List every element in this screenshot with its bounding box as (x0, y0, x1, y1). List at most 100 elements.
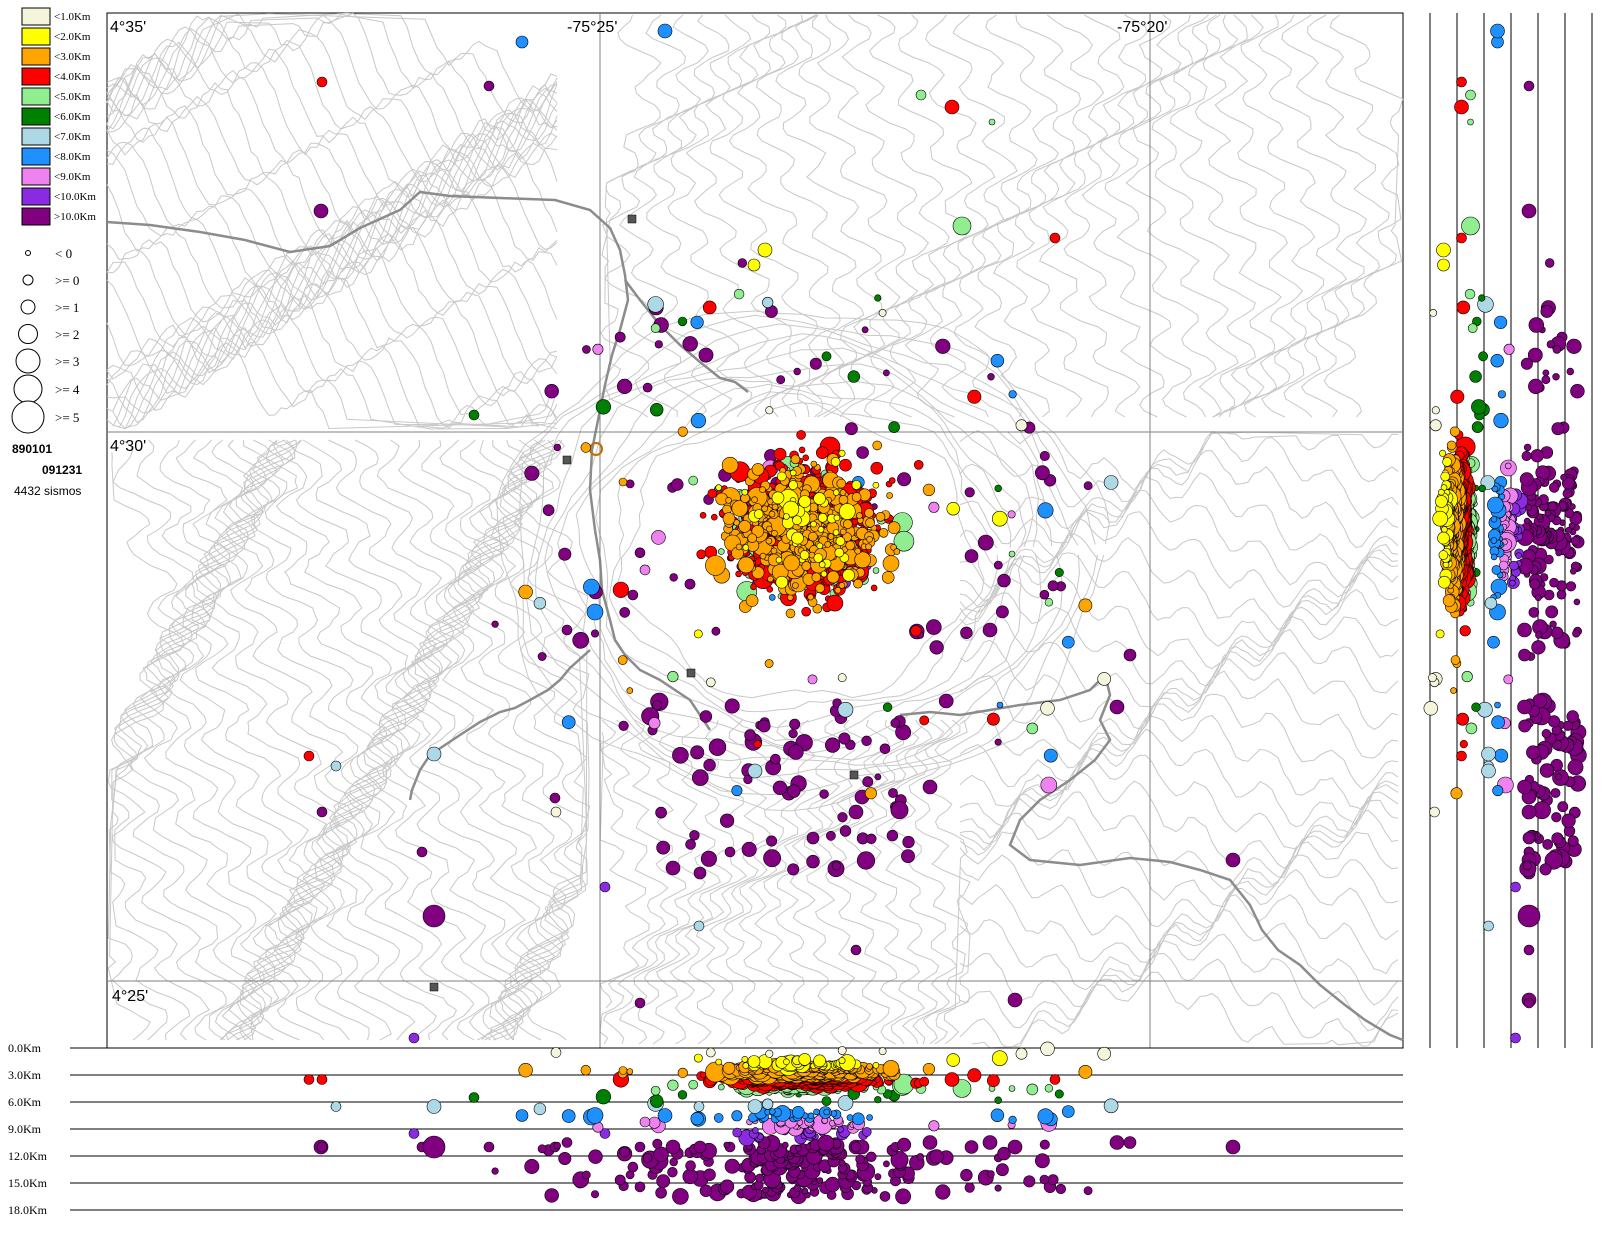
ew-hypocenter-marker (946, 1053, 960, 1067)
contour-line (108, 439, 209, 1041)
ns-hypocenter-marker (1570, 536, 1581, 546)
ns-hypocenter-marker (1550, 788, 1561, 798)
ew-hypocenter-marker (821, 1096, 832, 1106)
seismic-stations (429, 214, 859, 992)
ew-hypocenter-marker (866, 1114, 873, 1121)
ew-hypocenter-marker (967, 1068, 982, 1083)
river-line (106, 190, 712, 731)
epicenter-marker (1062, 635, 1075, 649)
ew-hypocenter-marker (537, 1144, 547, 1154)
ns-hypocenter-marker (1560, 473, 1567, 481)
ew-hypocenter-marker (1026, 1083, 1039, 1096)
ew-hypocenter-marker (747, 1055, 761, 1068)
epicenter-marker (330, 760, 342, 772)
epicenter-marker (790, 454, 801, 465)
depth-swatch (21, 27, 51, 46)
ew-hypocenter-marker (634, 1141, 646, 1153)
epicenter-marker (665, 860, 681, 876)
epicenter-marker (798, 446, 806, 454)
ns-hypocenter-marker (1490, 553, 1498, 561)
depth-axis-label: 6.0Km (8, 1095, 42, 1109)
epicenter-marker (996, 701, 1004, 709)
epicenter-marker (682, 336, 698, 352)
ew-hypocenter-marker (793, 1184, 801, 1193)
contour-line (106, 303, 558, 428)
lat-label-4-35: 4°35' (110, 19, 146, 36)
epicenter-marker (987, 373, 995, 381)
contour-line (106, 142, 558, 299)
ew-hypocenter-marker (703, 1168, 716, 1181)
date-end: 091231 (42, 463, 82, 477)
epicenter-marker (870, 461, 884, 475)
ew-hypocenter-marker (468, 1092, 480, 1103)
ew-hypocenter-marker (590, 1190, 599, 1199)
ns-hypocenter-marker (1509, 560, 1519, 571)
epicenter-marker (788, 744, 804, 760)
ns-hypocenter-marker (1521, 450, 1532, 461)
depth-legend: <1.0Km<2.0Km<3.0Km<4.0Km<5.0Km<6.0Km<7.0… (21, 7, 96, 226)
epicenter-marker (915, 89, 927, 101)
contour-line (959, 754, 1399, 850)
contour-line (346, 439, 472, 1041)
epicenter-marker (468, 409, 480, 421)
epicenter-marker (806, 854, 820, 869)
ew-hypocenter-marker (1008, 1085, 1016, 1092)
epicenter-marker (1047, 580, 1059, 592)
ns-hypocenter-marker (1562, 488, 1573, 499)
epicenter-marker (691, 769, 709, 786)
contour-line (319, 439, 448, 1041)
ns-hypocenter-marker (1522, 861, 1532, 871)
epicenter-marker (929, 640, 944, 655)
ew-hypocenter-marker (553, 1141, 561, 1150)
ns-hypocenter-marker (1493, 315, 1508, 329)
ew-hypocenter-marker (922, 1135, 938, 1150)
epicenter-marker (783, 513, 790, 520)
epicenter-marker (765, 537, 773, 545)
epicenter-marker (887, 521, 901, 535)
ns-hypocenter-marker (1471, 702, 1481, 712)
contour-line (1151, 14, 1256, 418)
epicenter-marker (793, 367, 801, 376)
epicenter-marker (987, 712, 1000, 726)
epicenter-marker (815, 446, 829, 460)
ns-hypocenter-marker (1461, 670, 1473, 683)
ew-hypocenter-marker (1015, 1047, 1028, 1060)
ew-hypocenter-marker (724, 1158, 740, 1174)
ns-hypocenter-marker (1503, 674, 1514, 685)
epicenter-marker (811, 572, 822, 583)
epicenter-marker (699, 511, 707, 519)
ew-hypocenter-marker (1037, 1108, 1054, 1125)
epicenter-marker (879, 743, 891, 755)
epicenter-marker (864, 508, 874, 518)
epicenter-marker (824, 541, 832, 548)
ew-hypocenter-marker (693, 1140, 707, 1154)
contour-line (225, 439, 353, 1041)
epicenter-marker (639, 564, 651, 576)
contour-line (599, 719, 687, 1045)
contour-line (974, 14, 1081, 418)
epicenter-marker (717, 548, 725, 555)
ns-hypocenter-marker (1529, 578, 1541, 590)
ns-hypocenter-marker (1523, 80, 1535, 92)
ns-hypocenter-marker (1483, 920, 1494, 932)
ew-hypocenter-marker (561, 1137, 573, 1148)
ew-hypocenter-marker (813, 1108, 820, 1116)
ns-hypocenter-marker (1521, 804, 1537, 820)
epicenter-marker (572, 631, 590, 649)
epicenter-marker (883, 369, 890, 377)
epicenter-marker (919, 715, 930, 726)
ew-hypocenter-marker (866, 1063, 873, 1070)
ew-hypocenter-marker (762, 1098, 774, 1110)
epicenter-marker (982, 622, 998, 638)
ew-hypocenter-marker (755, 1173, 765, 1183)
contour-line (959, 628, 1399, 730)
epicenter-marker (657, 23, 673, 39)
ew-hypocenter-marker (879, 1191, 891, 1202)
epicenter-marker (991, 510, 1008, 527)
epicenter-marker (735, 570, 742, 578)
ns-hypocenter-marker (1510, 881, 1521, 893)
contour-line (756, 14, 865, 418)
epicenter-marker (634, 547, 646, 559)
epicenter-marker (590, 629, 599, 638)
ew-hypocenter-marker (741, 1056, 749, 1063)
